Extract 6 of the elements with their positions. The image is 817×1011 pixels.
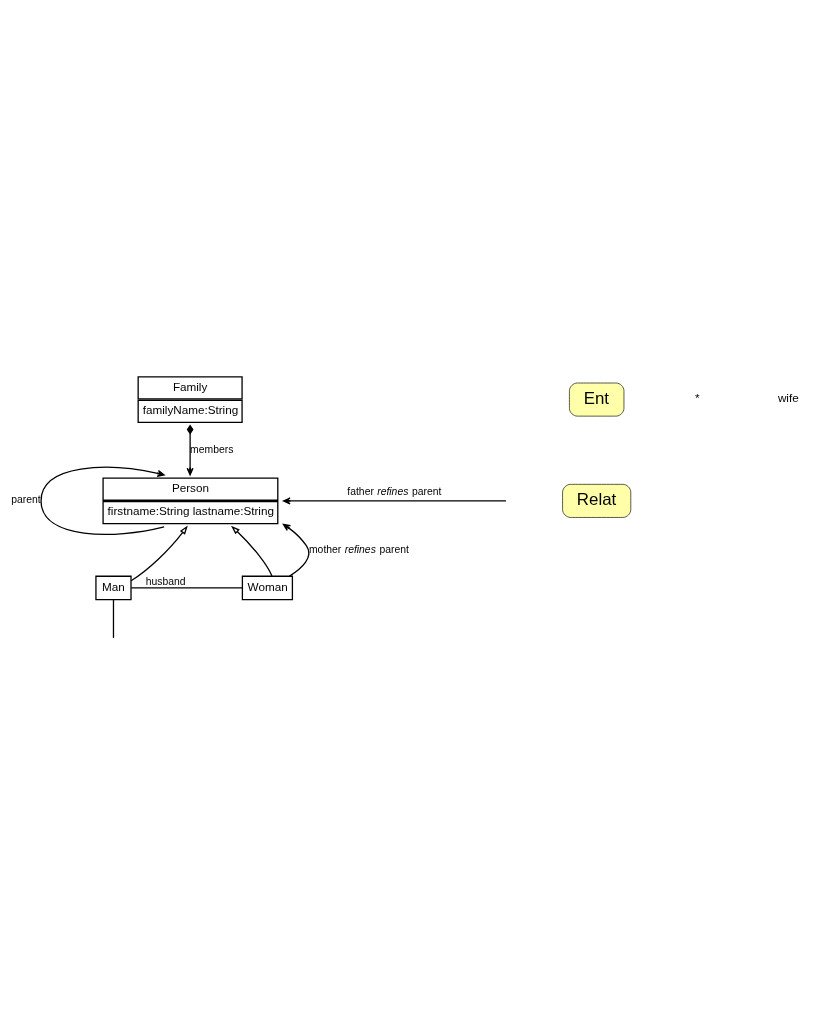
edge-label: husband: [145, 575, 186, 587]
label: *: [695, 390, 700, 404]
edge-label: mother refines parent: [308, 543, 409, 555]
label: wife: [777, 390, 799, 404]
edge-label: father refines parent: [347, 485, 442, 497]
edge-label: parent: [11, 493, 41, 505]
